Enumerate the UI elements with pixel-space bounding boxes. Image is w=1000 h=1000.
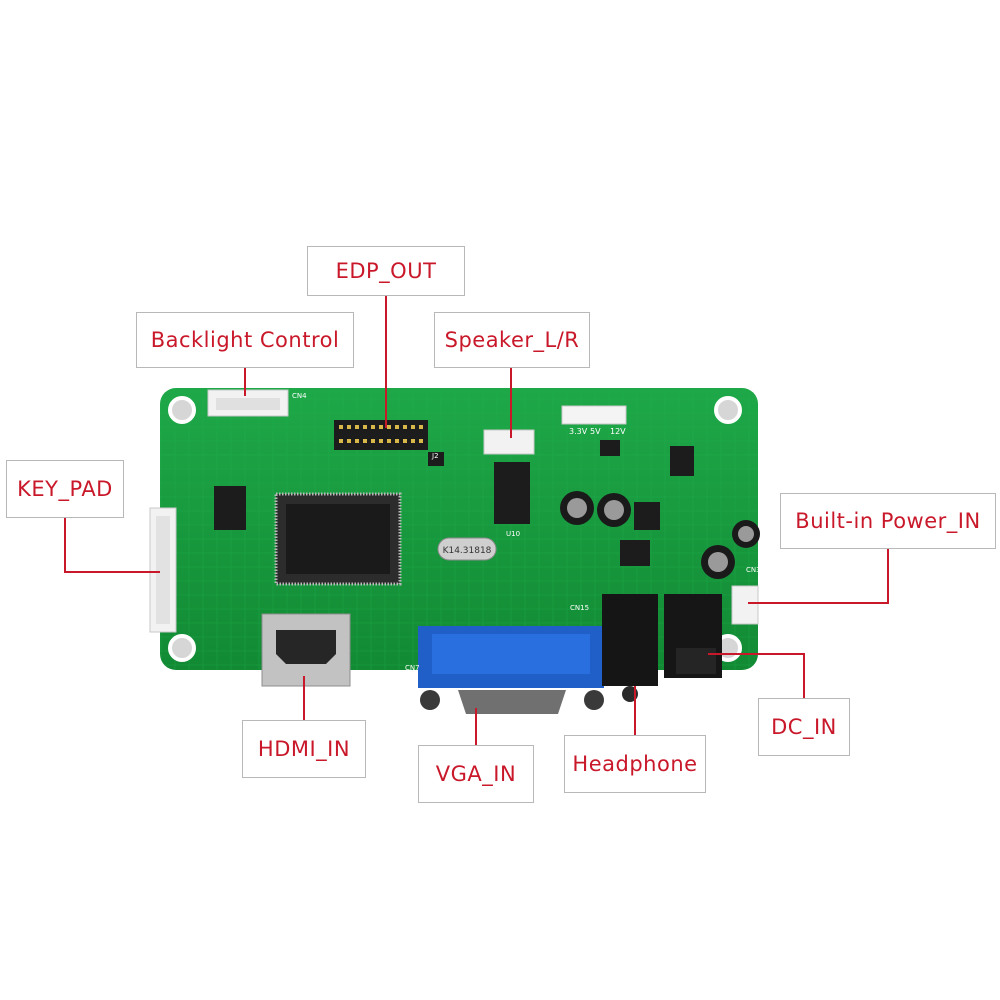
- builtin-power-connector: [731, 585, 759, 625]
- speaker-connector: [483, 429, 535, 455]
- rail-12v-text: 12V: [610, 427, 626, 436]
- backlight-connector: [207, 389, 289, 417]
- label-hdmi-in: HDMI_IN: [242, 720, 366, 778]
- silk-j2: J2: [432, 452, 439, 460]
- capacitors: [560, 491, 760, 579]
- label-dc-in: DC_IN: [758, 698, 850, 756]
- rail-3v3-text: 3.3V: [569, 427, 588, 436]
- crystal-text: K14.31818: [443, 546, 492, 556]
- edp-header: [334, 420, 428, 450]
- leader-lines: [64, 296, 889, 745]
- label-headphone: Headphone: [564, 735, 706, 793]
- keypad-connector: [149, 507, 177, 633]
- label-vga-in: VGA_IN: [418, 745, 534, 803]
- label-key-pad: KEY_PAD: [6, 460, 124, 518]
- main-processor-chip: [274, 492, 402, 586]
- headphone-jack: [602, 594, 658, 702]
- hdmi-port: [261, 613, 351, 687]
- silk-cn3: CN3: [746, 566, 761, 574]
- label-edp-out: EDP_OUT: [307, 246, 465, 296]
- silk-cn15: CN15: [570, 604, 590, 612]
- dc-jack: [664, 594, 722, 678]
- small-chips: [214, 440, 694, 566]
- leader-power: [748, 549, 889, 604]
- label-backlight-control: Backlight Control: [136, 312, 354, 368]
- crystal-oscillator: K14.31818: [437, 537, 497, 561]
- silk-cn4: CN4: [292, 392, 307, 400]
- vga-port: [418, 626, 604, 714]
- silk-cn7: CN7: [405, 664, 420, 672]
- rail-5v-text: 5V: [590, 427, 601, 436]
- power-rail-header: 3.3V 5V 12V: [561, 405, 627, 436]
- leader-dcin: [708, 653, 805, 698]
- leader-keypad: [64, 518, 160, 573]
- label-speaker-lr: Speaker_L/R: [434, 312, 590, 368]
- silk-u10: U10: [506, 530, 521, 538]
- label-builtin-power-in: Built-in Power_IN: [780, 493, 996, 549]
